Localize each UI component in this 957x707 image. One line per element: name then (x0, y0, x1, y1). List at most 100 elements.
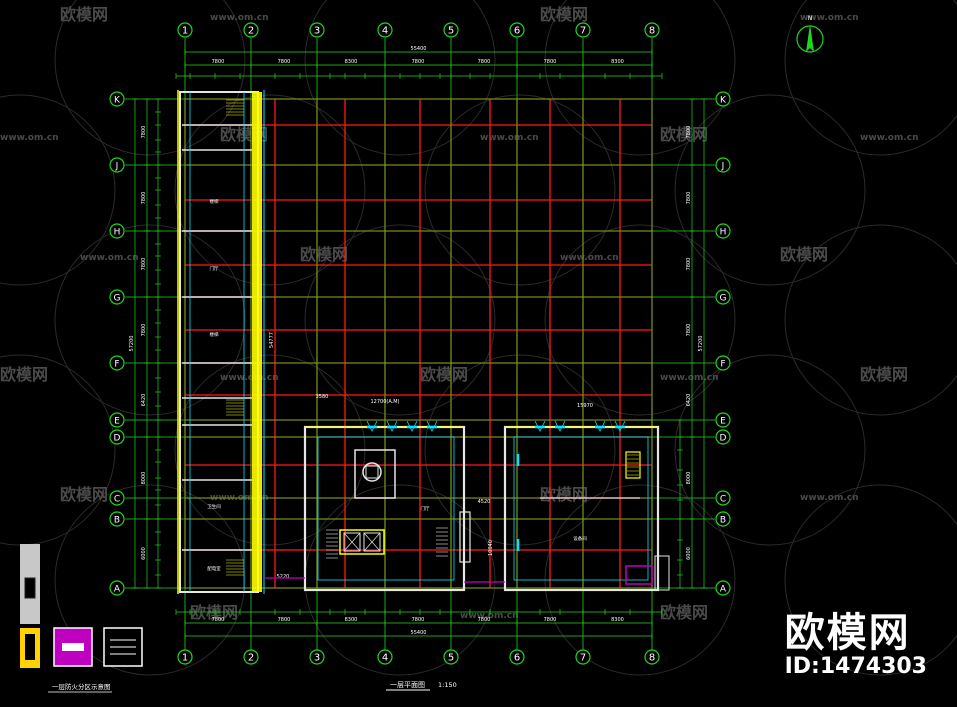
axis-label-column: 8 (649, 653, 655, 664)
axis-label-row: C (720, 495, 726, 505)
dimension-text: 7800 (478, 617, 491, 623)
watermark-text: 欧模网 (780, 245, 828, 264)
axis-bubble (715, 511, 731, 527)
axis-bubble (243, 22, 259, 38)
dimension-text: 4520 (478, 499, 491, 505)
axis-label-row: D (720, 434, 727, 444)
axis-label-row: A (720, 585, 727, 595)
axis-bubble (109, 511, 125, 527)
axis-label-row: J (115, 162, 119, 172)
axis-label-row: K (114, 96, 121, 106)
room-label: 设备间 (573, 535, 587, 542)
watermark-text: www.om.cn (80, 253, 139, 263)
dimension-text: 7800 (212, 617, 225, 623)
axis-label-row: A (114, 585, 121, 595)
axis-bubble (715, 355, 731, 371)
axis-label-column: 5 (448, 26, 454, 37)
axis-bubble (715, 429, 731, 445)
axis-label-column: 1 (182, 26, 188, 37)
axis-label-row: C (114, 495, 120, 505)
dimension-text: 6000 (686, 547, 692, 560)
room-label: 门厅 (421, 505, 430, 512)
dimension-text: 7800 (141, 258, 147, 271)
axis-label-row: H (114, 228, 121, 238)
axis-bubble (109, 223, 125, 239)
axis-bubble (509, 22, 525, 38)
dimension-total: 55400 (411, 46, 427, 52)
axis-bubble (443, 22, 459, 38)
dimension-text: 7800 (544, 59, 557, 65)
axis-bubble (243, 649, 259, 665)
dimension-text: 7800 (686, 324, 692, 337)
axis-bubble (109, 91, 125, 107)
dimension-text: 8300 (345, 59, 358, 65)
axis-label-column: 4 (382, 26, 388, 37)
dimension-text: 6420 (141, 394, 147, 407)
watermark-text: 欧模网 (60, 5, 108, 24)
watermark-text: 欧模网 (540, 485, 588, 504)
dimension-text: 7800 (686, 126, 692, 139)
watermark-text: www.om.cn (460, 611, 519, 621)
dimension-text: 7800 (141, 192, 147, 205)
watermark-text: 欧模网 (190, 603, 238, 622)
axis-label-row: K (720, 96, 727, 106)
axis-bubble (377, 22, 393, 38)
axis-bubble (715, 91, 731, 107)
dimension-text: 7800 (544, 617, 557, 623)
watermark-text: 欧模网 (660, 603, 708, 622)
axis-label-column: 3 (314, 653, 320, 664)
watermark-text: 欧模网 (60, 485, 108, 504)
watermark-badge: 欧模网 ID:1474303 (785, 611, 927, 679)
axis-bubble (575, 22, 591, 38)
axis-bubble (575, 649, 591, 665)
dimension-text: 8300 (345, 617, 358, 623)
dimension-text: 7800 (278, 617, 291, 623)
dimension-layer: 55400 7800 7800 8300 7800 7800 7800 8300 7800 780… (129, 46, 707, 639)
axis-bubble (309, 649, 325, 665)
axis-bubble (509, 649, 525, 665)
axis-label-column: 4 (382, 653, 388, 664)
watermark-text: www.om.cn (0, 133, 59, 143)
watermark-text: www.om.cn (220, 373, 279, 383)
dimension-text: 7800 (412, 617, 425, 623)
axis-label-column: 3 (314, 26, 320, 37)
axis-label-column: 6 (514, 653, 520, 664)
dimension-text: 8000 (141, 472, 147, 485)
axis-label-row: H (720, 228, 727, 238)
axis-bubble (109, 490, 125, 506)
axis-bubble (177, 22, 193, 38)
drawing-scale: 1:150 (438, 681, 457, 689)
axis-label-row: J (721, 162, 725, 172)
axis-label-row: F (720, 360, 725, 370)
axis-bubble (443, 649, 459, 665)
axis-bubble (644, 649, 660, 665)
watermark-text: 欧模网 (0, 365, 48, 384)
axis-label-row: D (114, 434, 121, 444)
dimension-text: 7800 (212, 59, 225, 65)
room-label: 门厅 (210, 265, 219, 272)
watermark-text: www.om.cn (800, 13, 859, 23)
watermark-id: ID:1474303 (784, 654, 927, 679)
dimension-text: 5220 (277, 574, 290, 580)
axis-label-column: 7 (580, 653, 586, 664)
watermark-text: www.om.cn (560, 253, 619, 263)
dimension-text: 7800 (141, 126, 147, 139)
room-label: 配电室 (207, 565, 221, 572)
axis-label-row: G (114, 294, 121, 304)
axis-label-column: 5 (448, 653, 454, 664)
axis-label-column: 6 (514, 26, 520, 37)
dimension-text: 7800 (412, 59, 425, 65)
axis-bubble (109, 355, 125, 371)
dimension-text: 7800 (141, 324, 147, 337)
dimension-text: 7800 (278, 59, 291, 65)
watermark-text: www.om.cn (660, 373, 719, 383)
dimension-text: 3580 (316, 394, 329, 400)
axis-bubble (109, 412, 125, 428)
watermark-brand: 欧模网 (784, 610, 911, 656)
dimension-text: 8300 (611, 59, 624, 65)
watermark-text: 欧模网 (420, 365, 468, 384)
axis-bubble (309, 22, 325, 38)
